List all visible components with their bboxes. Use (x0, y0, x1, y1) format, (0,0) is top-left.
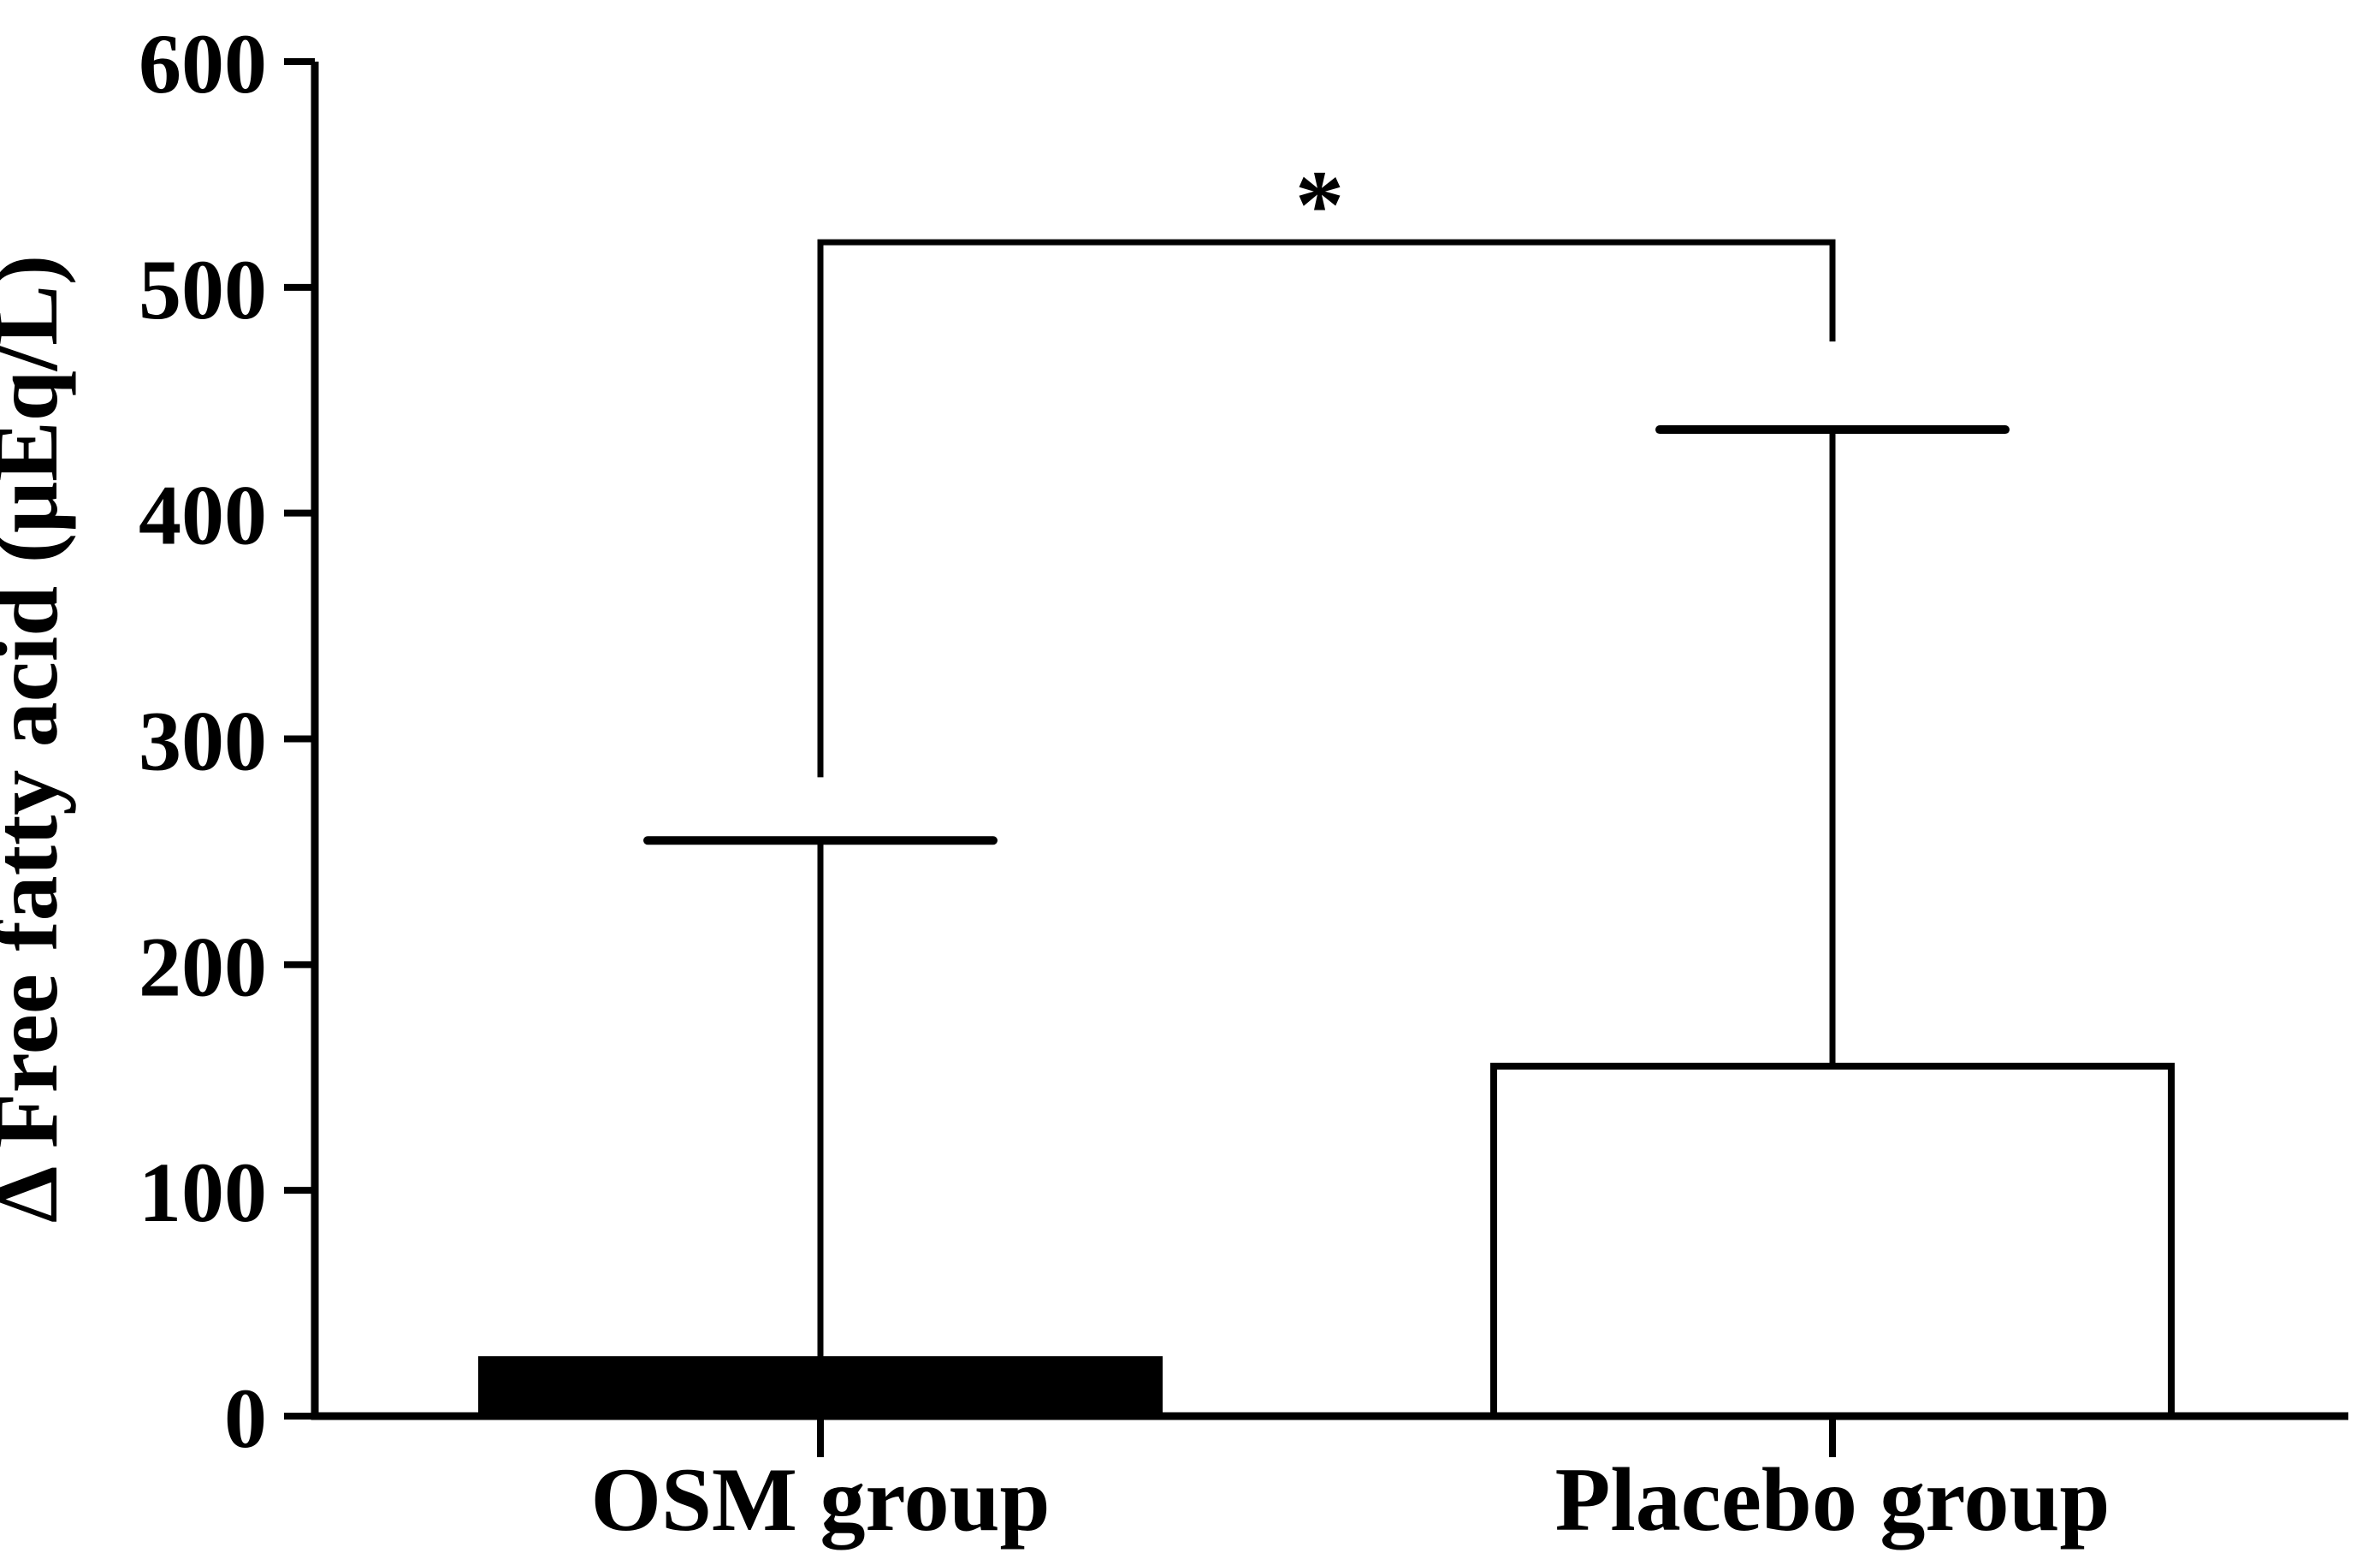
x-category-label-placebo-group: Placebo group (1555, 1449, 2111, 1550)
y-tick-label: 100 (139, 1145, 267, 1240)
significance-bracket (817, 239, 1836, 778)
y-axis-title: Δ Free fatty acid (μEq/L) (0, 255, 76, 1223)
bar-placebo-group (1490, 1063, 2175, 1420)
y-tick-label: 200 (139, 919, 267, 1014)
y-tick-label: 500 (139, 242, 267, 337)
x-category-label-osm-group: OSM group (591, 1449, 1051, 1550)
y-tick-label: 300 (139, 694, 267, 789)
y-tick-label: 0 (224, 1371, 267, 1466)
y-tick-label: 600 (139, 16, 267, 111)
y-tick-label: 400 (139, 468, 267, 563)
bar-osm-group (478, 1356, 1163, 1420)
significance-asterisk: * (1295, 151, 1345, 259)
